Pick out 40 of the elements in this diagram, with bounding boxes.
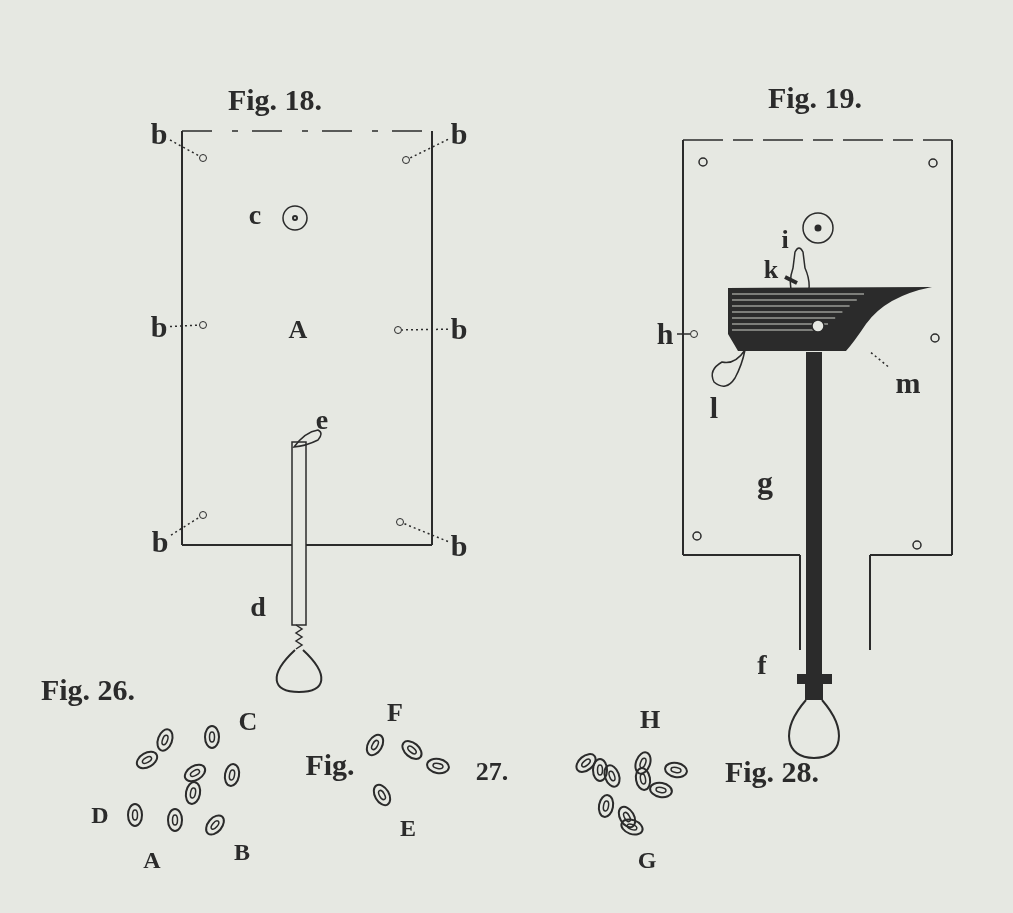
figure-label: E	[400, 816, 416, 840]
figure-label: k	[763, 257, 779, 283]
figure-label: Fig.	[305, 750, 355, 780]
leader-line	[408, 138, 449, 159]
part-letter: b	[448, 118, 470, 150]
part-letter: b	[148, 311, 170, 343]
leader-line	[402, 522, 449, 543]
figure-label: B	[234, 840, 250, 864]
leader-line	[169, 324, 200, 328]
part-letter: m	[888, 366, 928, 400]
figure-label: c	[248, 201, 262, 229]
leader-line	[869, 351, 889, 368]
part-letter: b	[148, 118, 170, 150]
figure-label: D	[91, 803, 109, 827]
figure-label: F	[387, 700, 403, 726]
figure-label: g	[757, 466, 773, 498]
figure-label: l	[709, 393, 719, 423]
part-letter: b	[448, 313, 470, 345]
part-letter: h	[653, 317, 677, 351]
figure-label: i	[781, 227, 789, 253]
figure-label: A	[143, 848, 161, 872]
figure-label: d	[250, 593, 266, 621]
figure-label: f	[757, 651, 767, 679]
anvil-bracket	[726, 284, 932, 352]
part-letter: b	[149, 526, 171, 558]
figure-label: Fig. 18.	[227, 85, 323, 115]
figure-label: 27.	[475, 759, 509, 785]
figure-label: H	[639, 707, 661, 733]
figure-label: Fig. 19.	[767, 83, 863, 113]
part-letter: b	[448, 530, 470, 562]
figure-label: A	[288, 317, 308, 343]
figure-label: G	[637, 848, 657, 872]
leader-line	[401, 328, 449, 331]
leader-line	[169, 139, 201, 157]
figure-label: Fig. 26.	[40, 675, 136, 705]
figure-label: C	[238, 709, 258, 735]
leader-line	[676, 333, 691, 335]
figure-label: Fig. 28.	[724, 757, 820, 787]
figure-label: e	[315, 406, 329, 434]
leader-line	[170, 516, 201, 536]
